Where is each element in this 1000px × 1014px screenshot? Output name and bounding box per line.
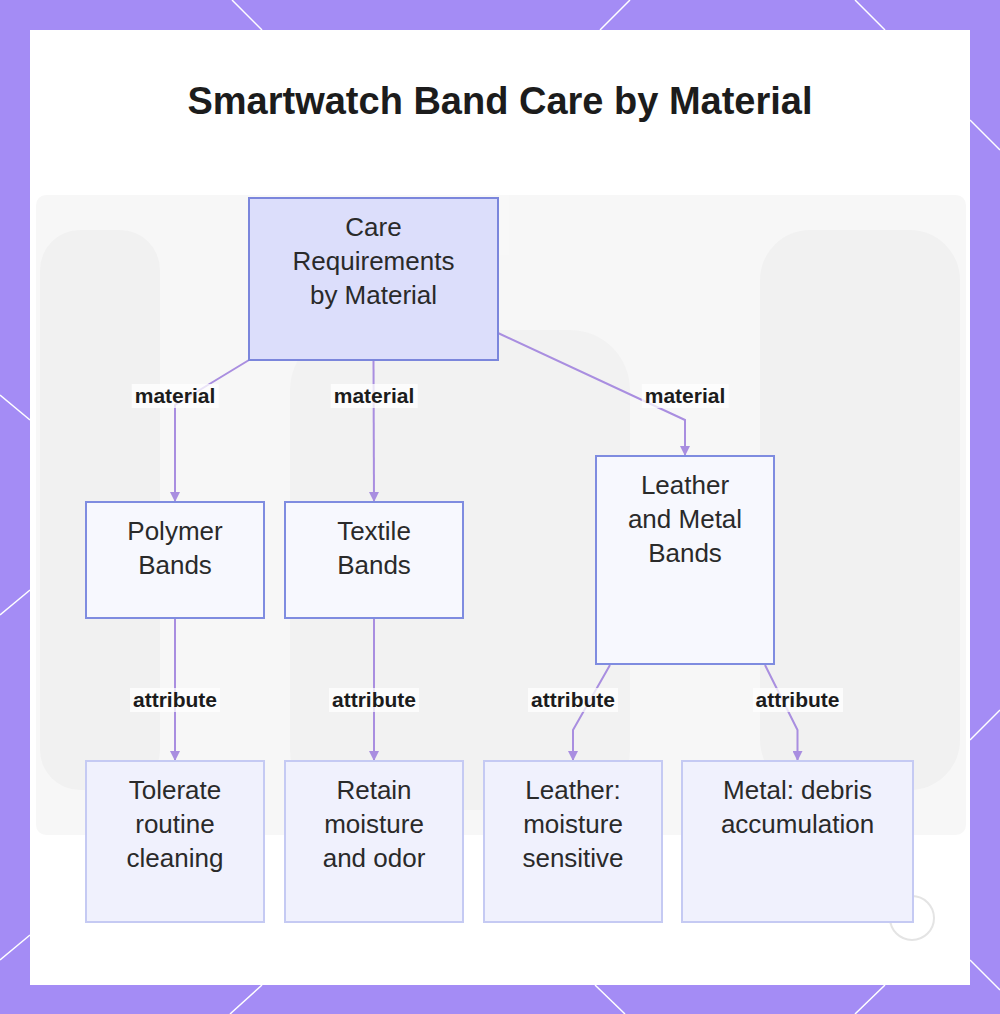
frame-line bbox=[0, 935, 30, 960]
frame-line bbox=[970, 120, 1000, 150]
node-label: Leather and Metal Bands bbox=[624, 468, 746, 570]
frame-line bbox=[232, 0, 262, 30]
node-label: Polymer Bands bbox=[102, 514, 248, 582]
frame-line bbox=[0, 590, 30, 615]
connector-line bbox=[573, 665, 610, 760]
node-label: Leather: moisture sensitive bbox=[512, 773, 634, 875]
category-box: Retain moisture and odor bbox=[284, 760, 464, 923]
root-box: Care Requirements by Material bbox=[248, 197, 499, 361]
white-panel bbox=[30, 30, 970, 985]
edge-label: material bbox=[132, 384, 219, 408]
frame-line bbox=[600, 0, 630, 30]
category-box: Tolerate routine cleaning bbox=[85, 760, 265, 923]
category-box: Leather: moisture sensitive bbox=[483, 760, 663, 923]
node-label: Metal: debris accumulation bbox=[699, 773, 896, 841]
edge-label: material bbox=[331, 384, 418, 408]
category-box: Polymer Bands bbox=[85, 501, 265, 619]
frame-line bbox=[855, 0, 885, 30]
edge-label: attribute bbox=[528, 688, 618, 712]
connector-line bbox=[373, 361, 376, 501]
frame-line bbox=[970, 960, 1000, 990]
diagram-title: Smartwatch Band Care by Material bbox=[0, 80, 1000, 123]
node-label: Tolerate routine cleaning bbox=[114, 773, 236, 875]
node-label: Care Requirements by Material bbox=[280, 210, 467, 312]
edge-label: attribute bbox=[329, 688, 419, 712]
backdrop-panel bbox=[36, 195, 966, 835]
category-box: Textile Bands bbox=[284, 501, 464, 619]
frame-line bbox=[0, 395, 30, 420]
edge-label: material bbox=[642, 384, 729, 408]
frame-line bbox=[595, 985, 625, 1014]
blurred-backdrop bbox=[36, 195, 966, 835]
node-label: Textile Bands bbox=[301, 514, 447, 582]
connector-line bbox=[175, 360, 249, 501]
edge-label: attribute bbox=[130, 688, 220, 712]
category-box: Leather and Metal Bands bbox=[595, 455, 775, 665]
frame-line bbox=[855, 985, 885, 1014]
edge-label: attribute bbox=[753, 688, 843, 712]
frame-line bbox=[230, 985, 262, 1014]
node-label: Retain moisture and odor bbox=[313, 773, 435, 875]
category-box: Metal: debris accumulation bbox=[681, 760, 914, 923]
connector-line bbox=[765, 665, 798, 760]
frame-line bbox=[970, 710, 1000, 740]
